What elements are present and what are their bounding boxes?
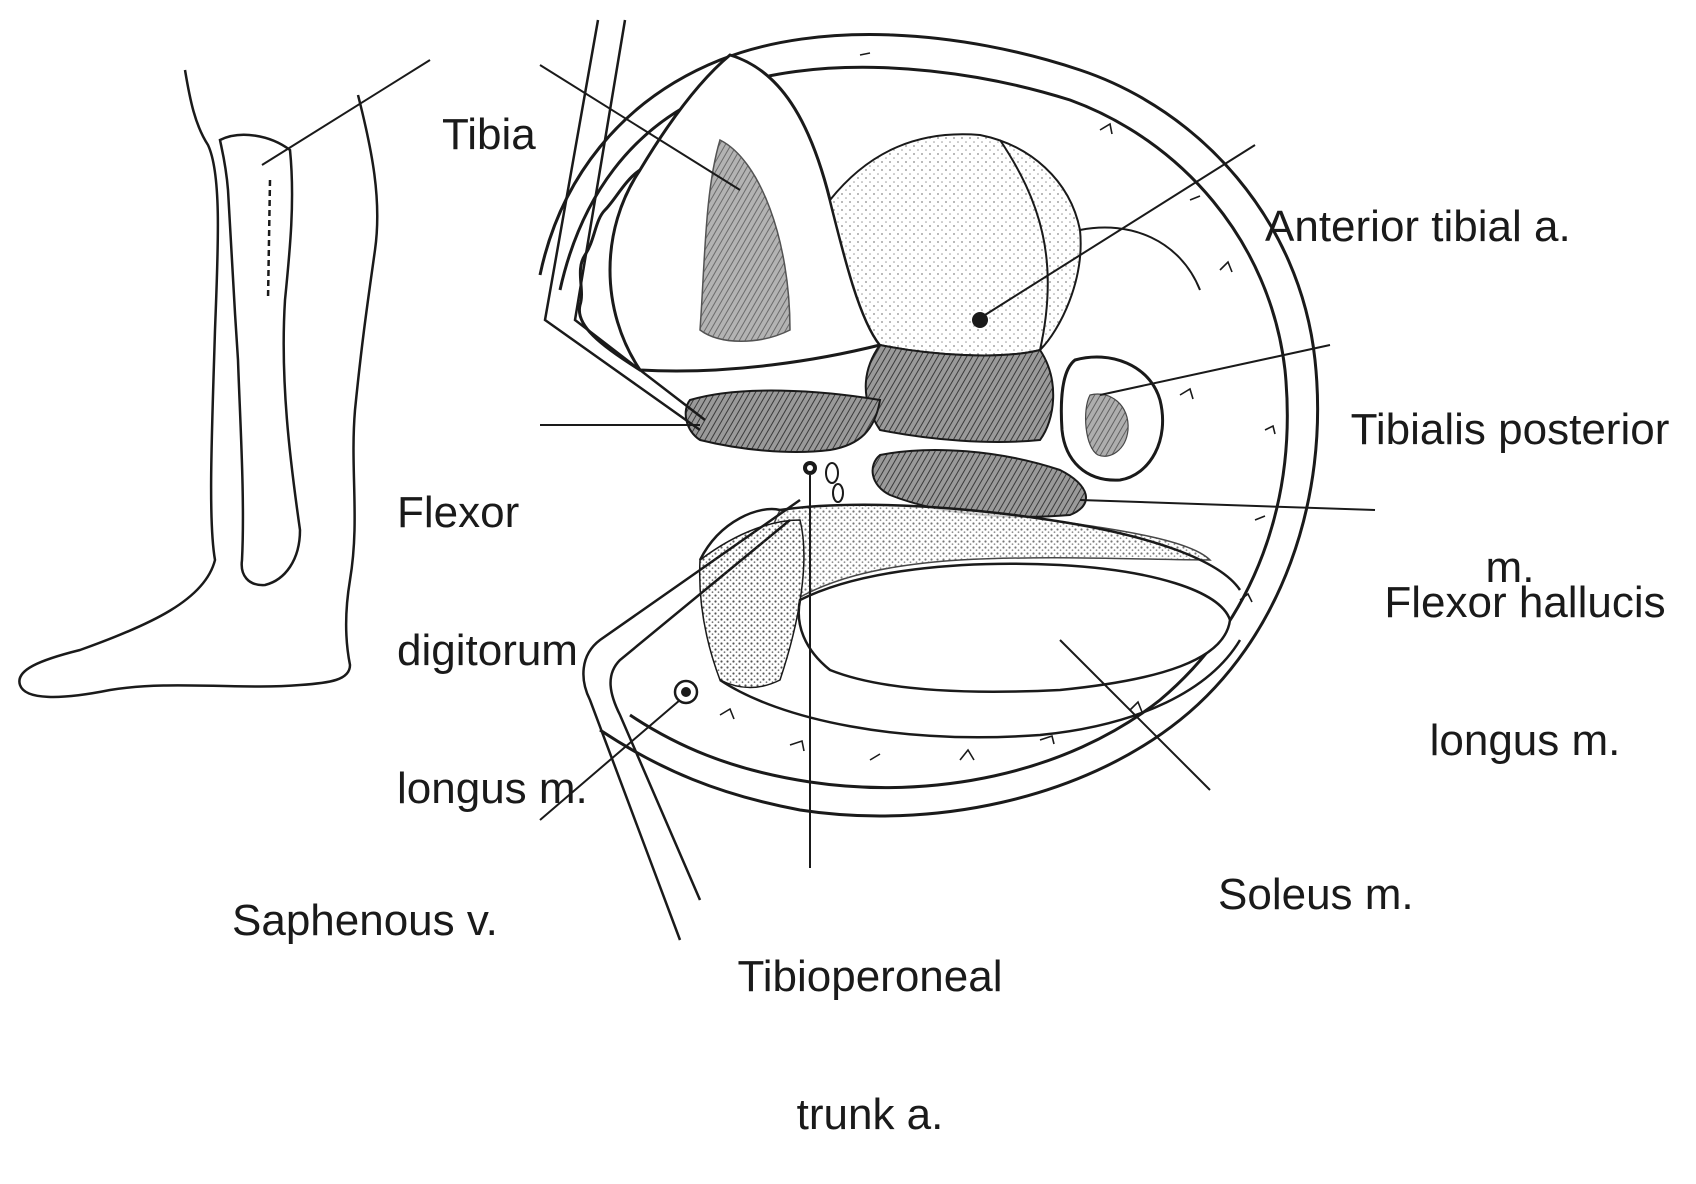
label-flexor-digitorum-line1: Flexor <box>397 490 588 536</box>
label-soleus: Soleus m. <box>1218 780 1414 964</box>
label-saphenous-line1: Saphenous v. <box>232 898 498 944</box>
label-anterior-tibial-line1: Anterior tibial a. <box>1265 204 1571 250</box>
label-flexor-digitorum: Flexor digitorum longus m. <box>397 398 588 858</box>
label-tibioperoneal: Tibioperoneal trunk a. <box>700 862 1040 1184</box>
tibialis-posterior-muscle <box>866 345 1053 442</box>
label-soleus-line1: Soleus m. <box>1218 872 1414 918</box>
label-tibioperoneal-line2: trunk a. <box>700 1092 1040 1138</box>
fibula-section <box>1061 357 1162 480</box>
label-anterior-tibial: Anterior tibial a. <box>1265 112 1571 296</box>
label-flexor-digitorum-line2: digitorum <box>397 628 588 674</box>
flexor-digitorum-muscle <box>686 391 880 452</box>
label-flexor-hallucis-line2: longus m. <box>1360 718 1690 764</box>
label-tibia-line1: Tibia <box>442 112 536 158</box>
label-flexor-hallucis-line1: Flexor hallucis <box>1360 580 1690 626</box>
label-flexor-hallucis: Flexor hallucis longus m. <box>1360 488 1690 810</box>
label-saphenous: Saphenous v. <box>232 806 498 990</box>
leg-outline <box>19 70 377 697</box>
saphenous-vein <box>675 681 697 703</box>
medial-stippled-band <box>700 520 804 688</box>
soleus-muscle <box>799 564 1230 692</box>
label-tibioperoneal-line1: Tibioperoneal <box>700 954 1040 1000</box>
label-tibialis-posterior-line1: Tibialis posterior <box>1335 407 1685 453</box>
tibia-bone-outline <box>220 135 300 585</box>
anterior-compartment <box>830 134 1081 355</box>
label-tibia: Tibia <box>442 20 536 204</box>
